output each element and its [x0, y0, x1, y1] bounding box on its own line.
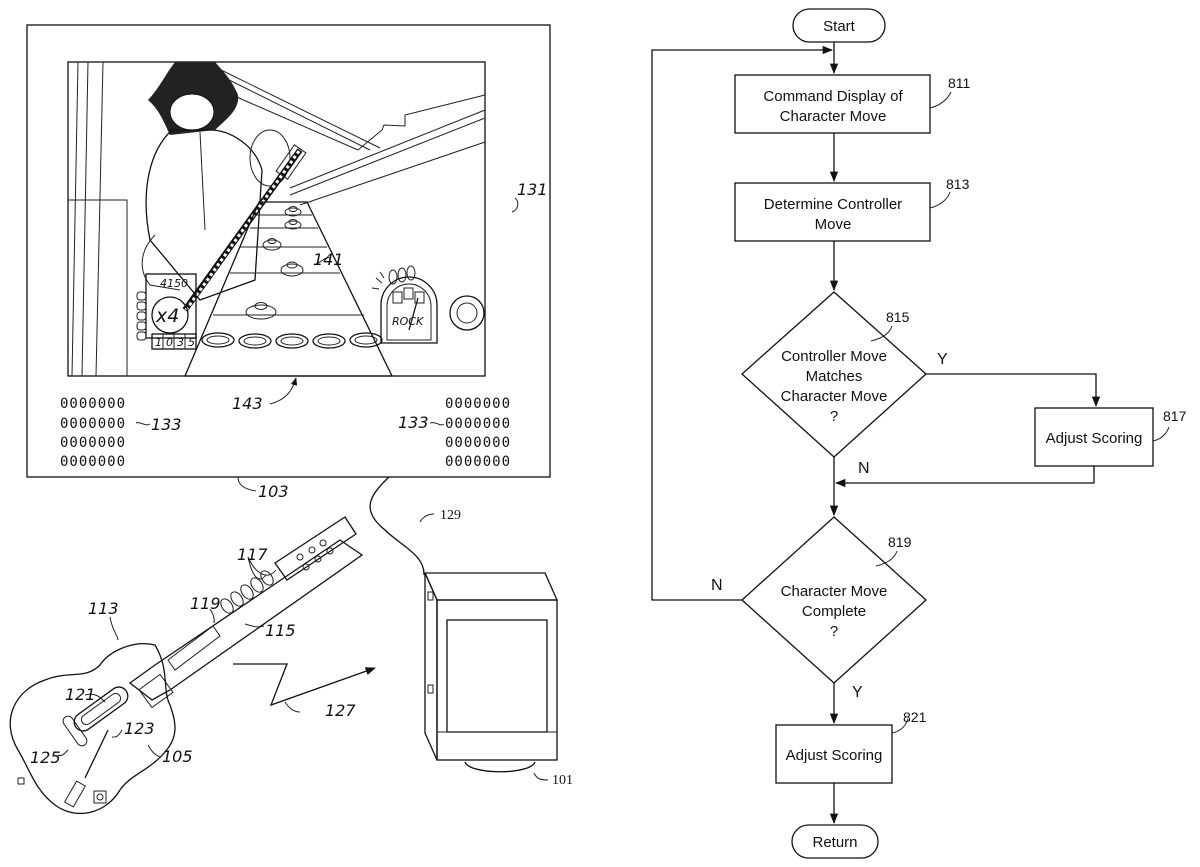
- headstock: [275, 517, 356, 580]
- score-row: 0000000: [445, 416, 511, 432]
- ref-811: 811: [948, 75, 971, 91]
- decision-819-line2: Complete: [802, 603, 866, 620]
- return-label: Return: [812, 834, 857, 851]
- step-813-line2: Move: [815, 216, 852, 233]
- leader-143: [270, 378, 296, 404]
- score-display: 4150 x4 1 0 3 5: [137, 274, 196, 349]
- note-gem: [263, 239, 281, 251]
- score-row: 0000000: [445, 454, 511, 470]
- game-console: 101: [425, 573, 573, 788]
- ref-113: 113: [88, 599, 119, 618]
- ref-131: 131: [517, 180, 548, 199]
- ref-101: 101: [552, 773, 573, 788]
- score-value: 4150: [160, 277, 188, 290]
- step-813-line1: Determine Controller: [764, 196, 902, 213]
- streak-digit: 3: [177, 336, 184, 349]
- neck-window: [168, 626, 220, 670]
- ref-821: 821: [903, 709, 927, 725]
- step-811-line1: Command Display of: [763, 88, 903, 105]
- step-817: Adjust Scoring 817: [1035, 408, 1187, 466]
- ref-117: 117: [237, 545, 268, 564]
- decision-819-line1: Character Move: [781, 583, 888, 600]
- ref-815: 815: [886, 309, 910, 325]
- ref-103: 103: [258, 482, 289, 501]
- start-label: Start: [823, 18, 856, 35]
- step-821: Adjust Scoring 821: [776, 709, 927, 783]
- score-row: 0000000: [445, 435, 511, 451]
- merge-arrow-817: [836, 466, 1094, 483]
- decision-815-line1: Controller Move: [781, 348, 887, 365]
- ref-143: 143: [232, 394, 263, 413]
- streak-digit: 5: [188, 336, 195, 349]
- ref-115: 115: [265, 621, 296, 640]
- leader-103: [238, 477, 256, 491]
- no-branch-819: [652, 490, 742, 600]
- ref-133-left: 133: [151, 415, 182, 434]
- step-817-line1: Adjust Scoring: [1046, 430, 1143, 447]
- stage-background: [68, 62, 485, 376]
- decision-815-line2: Matches: [806, 368, 863, 385]
- ref-817: 817: [1163, 408, 1187, 424]
- streak-digit: 0: [166, 336, 173, 349]
- score-side-tabs: [137, 292, 146, 340]
- score-rows-left: 0000000 0000000 0000000 0000000: [60, 396, 126, 470]
- ref-119: 119: [190, 594, 221, 613]
- ref-819: 819: [888, 534, 912, 550]
- fret-targets: [202, 333, 382, 348]
- guitar-controller: 113 117 119 115 121 123 125 105: [10, 517, 362, 813]
- streak-digit: 1: [155, 336, 162, 349]
- step-811: Command Display of Character Move 811: [735, 75, 971, 133]
- score-rows-right: 0000000 0000000 0000000 0000000: [445, 396, 511, 470]
- ref-125: 125: [30, 748, 61, 767]
- cable: 129: [370, 477, 461, 575]
- label-815-yes: Y: [937, 351, 948, 368]
- leader-133-right: [430, 423, 444, 425]
- whammy-bar: [85, 730, 108, 778]
- step-821-line1: Adjust Scoring: [786, 747, 883, 764]
- label-819-yes: Y: [852, 684, 863, 701]
- decision-815: Controller Move Matches Character Move ?…: [742, 292, 926, 457]
- score-row: 0000000: [60, 396, 126, 412]
- ref-127: 127: [325, 701, 356, 720]
- star-power-indicator: [450, 296, 484, 330]
- ref-121: 121: [65, 685, 96, 704]
- note-gem: [281, 262, 303, 276]
- label-819-no: N: [711, 577, 723, 594]
- display-monitor: 4150 x4 1 0 3 5 ROCK 0000000 000000: [27, 25, 550, 501]
- flowchart: Start Command Display of Character Move …: [652, 9, 1187, 858]
- decision-815-line4: ?: [830, 408, 838, 425]
- game-screen: [68, 62, 485, 376]
- note-gem: [246, 303, 276, 320]
- return-terminal: Return: [792, 825, 878, 858]
- leader-131: [512, 198, 518, 212]
- ref-123: 123: [124, 719, 155, 738]
- score-row: 0000000: [60, 454, 126, 470]
- ref-133-right: 133: [398, 413, 429, 432]
- wireless-signal: 127: [233, 664, 375, 720]
- ref-141: 141: [313, 250, 344, 269]
- step-811-line2: Character Move: [780, 108, 887, 125]
- rock-meter-label: ROCK: [392, 315, 424, 328]
- yes-branch-815: [926, 374, 1096, 406]
- rock-meter: ROCK: [372, 266, 437, 343]
- multiplier: x4: [155, 305, 179, 327]
- label-815-no: N: [858, 460, 870, 477]
- score-row: 0000000: [60, 416, 126, 432]
- leader-133-left: [136, 423, 150, 425]
- ref-105: 105: [162, 747, 193, 766]
- ref-129: 129: [440, 508, 461, 523]
- score-row: 0000000: [445, 396, 511, 412]
- note-highway: [185, 202, 392, 376]
- ref-813: 813: [946, 176, 970, 192]
- score-row: 0000000: [60, 435, 126, 451]
- start-terminal: Start: [793, 9, 885, 42]
- step-813: Determine Controller Move 813: [735, 176, 970, 241]
- decision-815-line3: Character Move: [781, 388, 888, 405]
- decision-819-line3: ?: [830, 623, 838, 640]
- decision-819: Character Move Complete ? 819: [742, 517, 926, 683]
